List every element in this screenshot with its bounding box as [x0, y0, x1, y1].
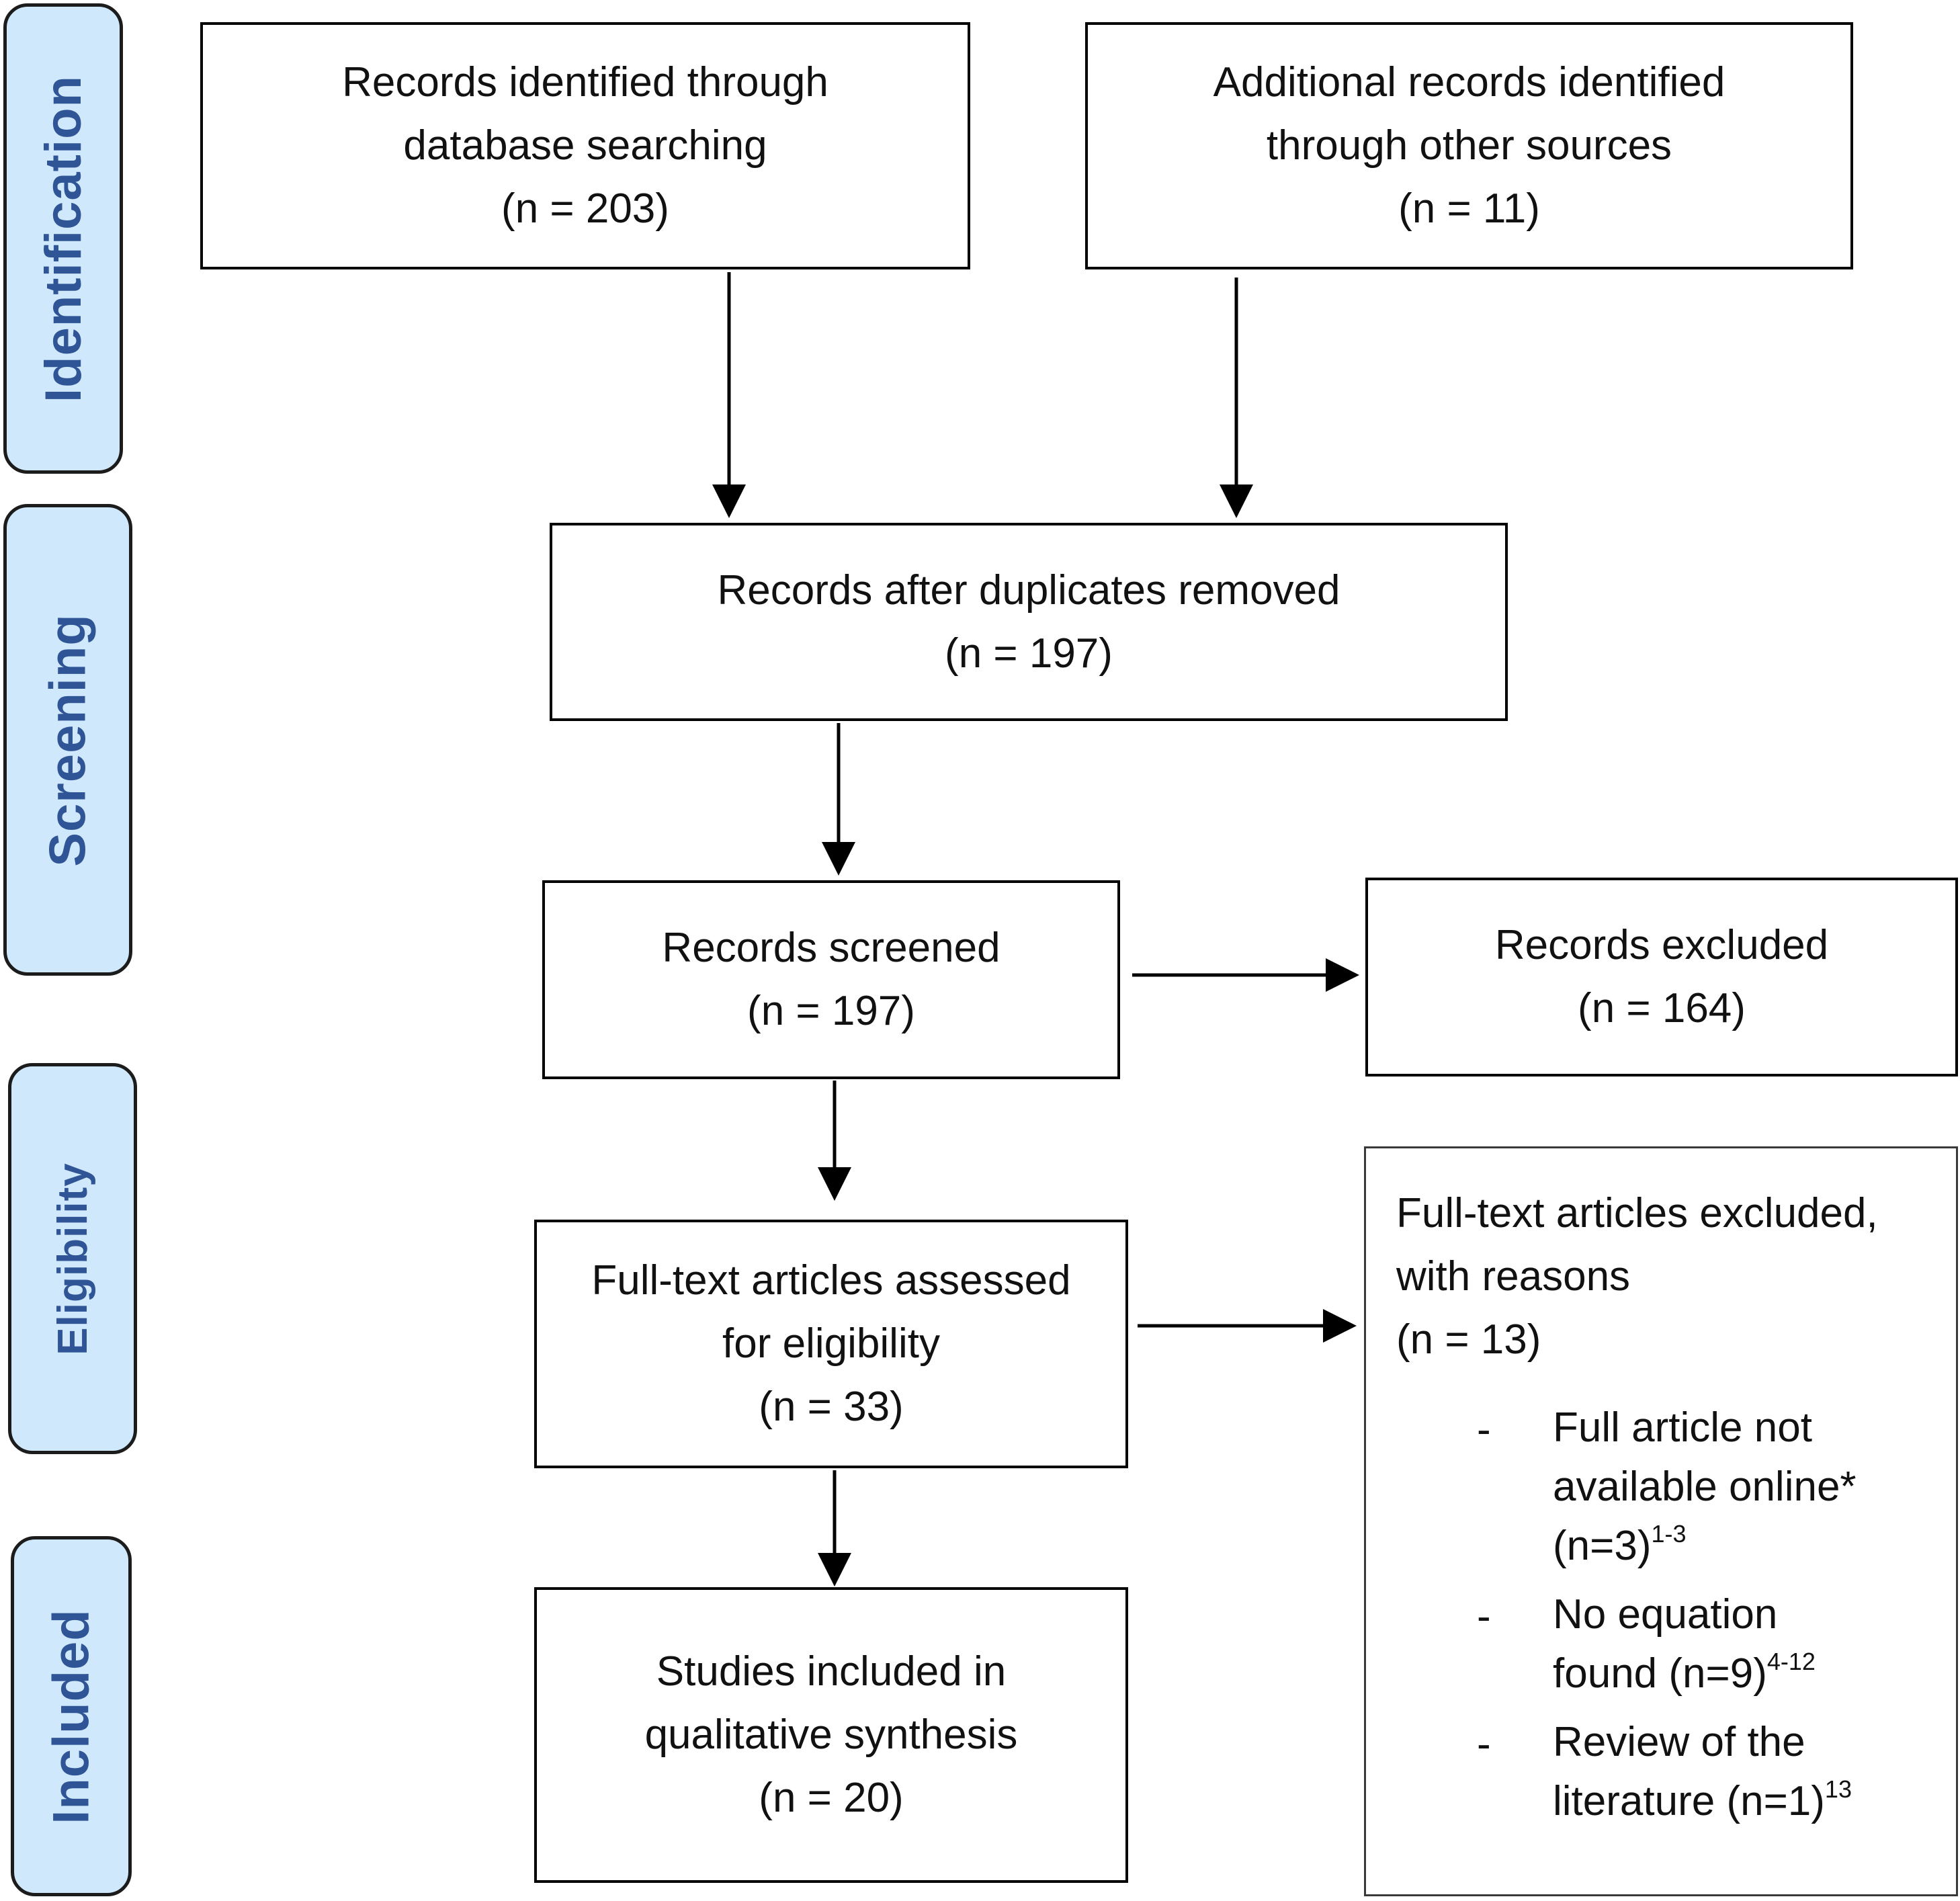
box-count: (n = 33) — [759, 1384, 904, 1430]
box-text-line: Full-text articles excluded, — [1396, 1190, 1878, 1236]
stage-screening: Screening — [3, 504, 132, 976]
box-text-line: through other sources — [1266, 122, 1672, 169]
box-count: (n = 20) — [759, 1775, 904, 1821]
exclusion-reason-item: - Full article not available online* (n=… — [1396, 1398, 1956, 1576]
bullet-dash: - — [1477, 1721, 1491, 1767]
stage-identification: Identification — [3, 3, 123, 474]
reason-text-line: (n=3) — [1553, 1523, 1652, 1569]
full-text-excluded-box: Full-text articles excluded, with reason… — [1364, 1146, 1958, 1896]
after-duplicates-box: Records after duplicates removed (n = 19… — [550, 523, 1508, 721]
box-text-line: Records after duplicates removed — [717, 566, 1340, 614]
box-text-line: for eligibility — [722, 1320, 940, 1367]
box-count: (n = 13) — [1396, 1316, 1541, 1363]
reason-text-line: literature (n=1) — [1553, 1778, 1825, 1824]
box-text-line: database searching — [403, 122, 767, 169]
bullet-dash: - — [1477, 1593, 1491, 1640]
reason-text-line: Full article not — [1553, 1404, 1812, 1451]
stage-included: Included — [11, 1536, 132, 1896]
reason-text-line: Review of the — [1553, 1719, 1805, 1765]
box-text-line: Records identified through — [342, 59, 828, 105]
box-count: (n = 164) — [1578, 985, 1746, 1031]
box-text-line: Full-text articles assessed — [591, 1257, 1071, 1304]
reference-superscript: 1-3 — [1651, 1520, 1687, 1548]
reason-text-line: No equation — [1553, 1591, 1778, 1638]
reference-superscript: 4-12 — [1766, 1648, 1816, 1675]
stage-identification-label: Identification — [34, 75, 92, 403]
box-text-line: Records excluded — [1494, 922, 1829, 968]
box-text-line: with reasons — [1396, 1253, 1631, 1300]
box-text-line: qualitative synthesis — [644, 1712, 1018, 1758]
database-records-box: Records identified through database sear… — [200, 22, 970, 269]
stage-eligibility: Eligibility — [8, 1063, 137, 1454]
box-text-line: Studies included in — [656, 1648, 1007, 1695]
records-excluded-box: Records excluded (n = 164) — [1365, 878, 1958, 1076]
reference-superscript: 13 — [1824, 1775, 1852, 1803]
records-screened-box: Records screened (n = 197) — [542, 880, 1120, 1079]
stage-included-label: Included — [42, 1608, 100, 1824]
full-text-assessed-box: Full-text articles assessed for eligibil… — [534, 1220, 1128, 1468]
box-count: (n = 197) — [945, 630, 1113, 677]
box-count: (n = 203) — [501, 185, 669, 232]
reason-text-line: found (n=9) — [1553, 1650, 1767, 1697]
box-count: (n = 11) — [1398, 185, 1540, 232]
exclusion-reason-item: - No equation found (n=9)4-12 — [1396, 1585, 1956, 1703]
box-count: (n = 197) — [747, 988, 915, 1034]
stage-screening-label: Screening — [39, 613, 97, 867]
box-text-line: Records screened — [662, 925, 1000, 971]
box-text-line: Additional records identified — [1213, 59, 1725, 105]
stage-eligibility-label: Eligibility — [49, 1162, 96, 1355]
reason-text-line: available online* — [1553, 1464, 1857, 1510]
exclusion-reason-item: - Review of the literature (n=1)13 — [1396, 1713, 1956, 1831]
other-sources-box: Additional records identified through ot… — [1085, 22, 1853, 269]
bullet-dash: - — [1477, 1406, 1491, 1453]
included-studies-box: Studies included in qualitative synthesi… — [534, 1587, 1128, 1883]
